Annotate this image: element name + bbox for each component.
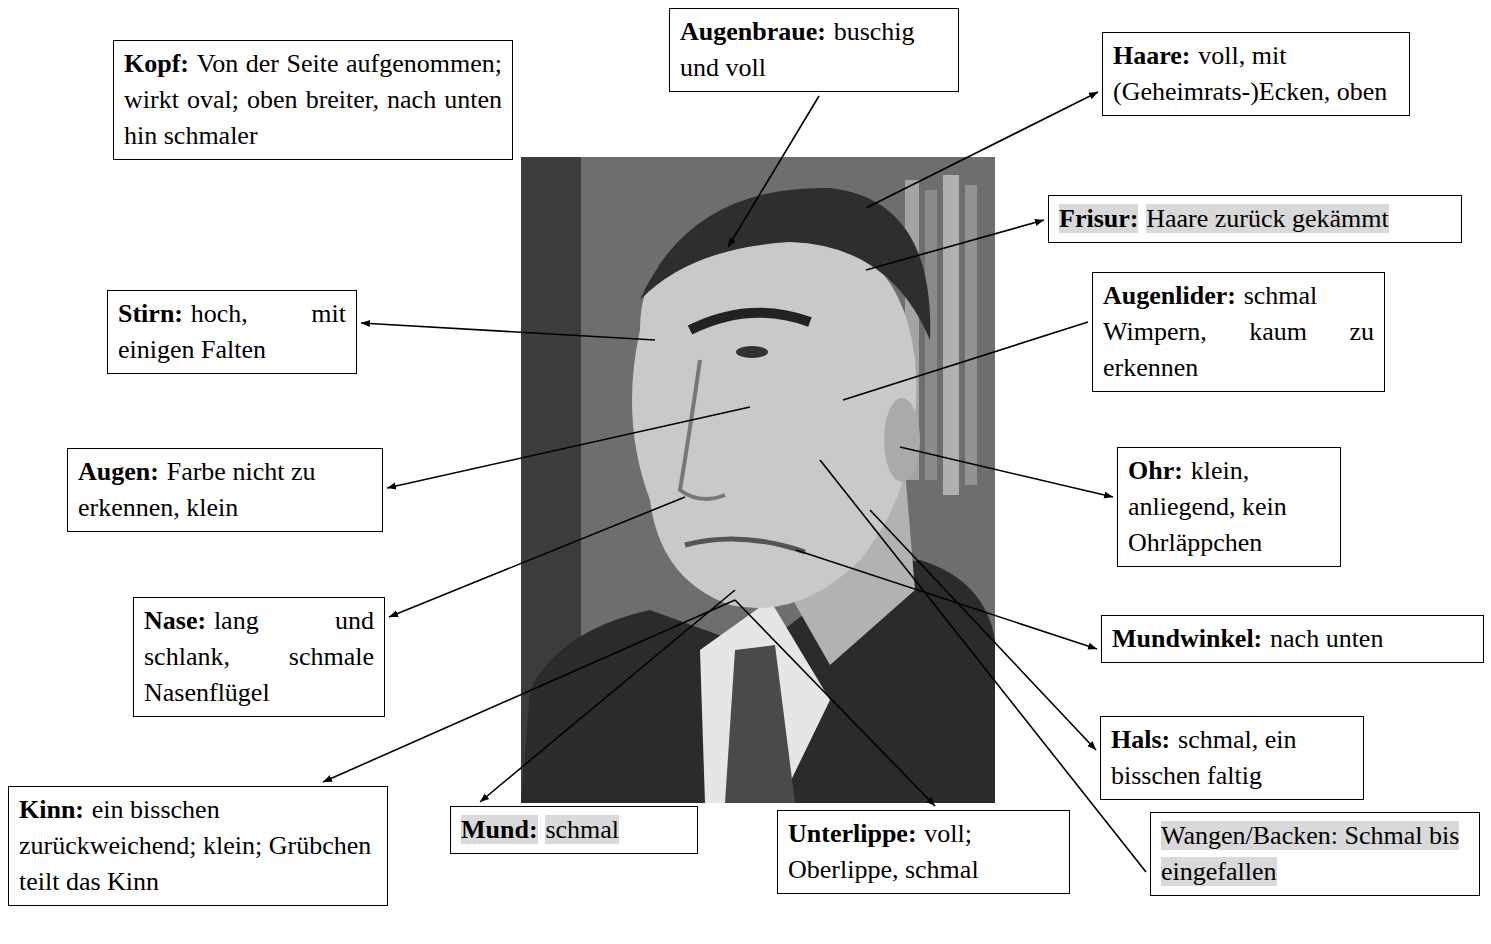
nose bbox=[680, 360, 725, 499]
leader-line bbox=[866, 92, 1098, 208]
book-spine bbox=[925, 190, 937, 480]
callout-box: Kinn:ein bisschen zurückweichend; klein;… bbox=[8, 786, 388, 906]
leader-line bbox=[866, 220, 1044, 270]
feature-name: Kopf: bbox=[124, 49, 189, 78]
feature-name: Augenbraue: bbox=[680, 17, 826, 46]
feature-description: Haare zurück gekämmt bbox=[1146, 204, 1389, 233]
feature-name: Augen: bbox=[78, 457, 159, 486]
ear bbox=[884, 398, 920, 482]
callout-box: Augenlider:schmal Wimpern, kaum zu erken… bbox=[1092, 272, 1385, 392]
callout-box: Hals:schmal, ein bisschen faltig bbox=[1100, 716, 1364, 800]
callout-box: Unterlippe:voll; Oberlippe, schmal bbox=[777, 810, 1070, 894]
feature-name: Nase: bbox=[144, 606, 206, 635]
leader-line bbox=[389, 497, 685, 617]
leader-line bbox=[900, 447, 1113, 497]
book-spine bbox=[965, 185, 977, 485]
feature-name: Hals: bbox=[1111, 725, 1170, 754]
tie bbox=[725, 645, 795, 803]
callout-box: Haare:voll, mit (Geheimrats-)Ecken, oben bbox=[1102, 32, 1410, 116]
leader-line bbox=[361, 323, 655, 340]
feature-name: Unterlippe: bbox=[788, 819, 917, 848]
callout-box: Mund:schmal bbox=[450, 806, 698, 854]
eye bbox=[736, 346, 768, 358]
feature-name: Ohr: bbox=[1128, 456, 1183, 485]
feature-name: Augenlider: bbox=[1103, 281, 1236, 310]
leader-line bbox=[870, 510, 1096, 750]
feature-description: Wangen/Backen: Schmal bis eingefallen bbox=[1161, 821, 1459, 886]
callout-box: Frisur: Haare zurück gekämmt bbox=[1048, 195, 1462, 243]
feature-name: Kinn: bbox=[19, 795, 84, 824]
feature-name: Mundwinkel: bbox=[1112, 624, 1262, 653]
callout-box: Mundwinkel: nach unten bbox=[1101, 615, 1484, 663]
leader-line bbox=[796, 550, 1097, 649]
callout-box: Augenbraue:buschig und voll bbox=[669, 8, 959, 92]
leader-line bbox=[735, 600, 935, 806]
callout-box: Nase:lang und schlank, schmale Nasenflüg… bbox=[133, 597, 385, 717]
book-spine bbox=[943, 175, 959, 495]
callout-box: Augen:Farbe nicht zu erkennen, klein bbox=[67, 448, 383, 532]
leader-line bbox=[480, 590, 735, 802]
leader-line bbox=[387, 407, 750, 488]
feature-name: Haare: bbox=[1113, 41, 1191, 70]
callout-box: Stirn:hoch, mit einigen Falten bbox=[107, 290, 357, 374]
eyebrow bbox=[690, 313, 810, 330]
mouth bbox=[685, 539, 805, 552]
feature-name: Mund: bbox=[461, 815, 538, 844]
callout-box: Wangen/Backen: Schmal bis eingefallen bbox=[1150, 812, 1480, 896]
face bbox=[632, 225, 916, 608]
callout-box: Kopf:Von der Seite aufgenommen; wirkt ov… bbox=[113, 40, 513, 160]
feature-name: Frisur: bbox=[1059, 204, 1138, 233]
leader-line bbox=[843, 322, 1088, 400]
feature-description: nach unten bbox=[1270, 624, 1383, 653]
feature-description: schmal bbox=[545, 815, 619, 844]
feature-name: Stirn: bbox=[118, 299, 183, 328]
callout-box: Ohr:klein, anliegend, kein Ohrläppchen bbox=[1117, 447, 1341, 567]
leader-line bbox=[728, 96, 819, 247]
